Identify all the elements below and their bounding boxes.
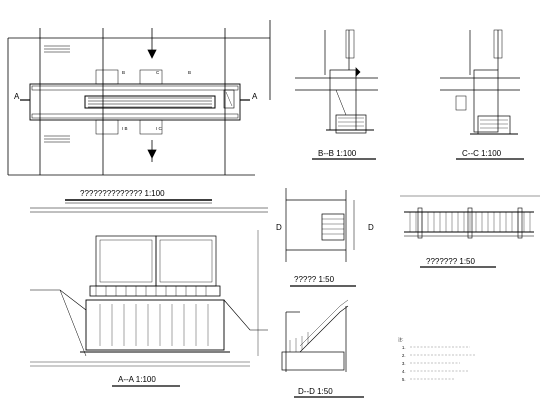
note-item: 1. [402,345,406,350]
svg-text:B: B [122,70,125,75]
svg-text:C: C [156,70,160,75]
note-item: 3. [402,361,406,366]
note-item: 5. [402,377,406,382]
section-bb-caption: B--B 1:100 [318,149,357,158]
svg-text:I B: I B [122,126,128,131]
railing-elevation [400,195,540,239]
section-dd-caption: D--D 1:50 [298,387,333,396]
note-item: 4. [402,369,406,374]
railing-caption: ??????? 1:50 [426,257,475,266]
stair-plan-caption: ????? 1:50 [294,275,335,284]
stair-cut-mark-left: D [276,223,282,232]
note-item: 2. [402,353,406,358]
plan-labels: A A B C B I B I C ?????????????? 1:100 [14,70,258,198]
section-cc-caption: C--C 1:100 [462,149,502,158]
stair-plan [285,188,355,262]
section-aa-caption: A--A 1:100 [118,375,156,384]
notes-block: 注: 1. 2. 3. 4. 5. [398,336,475,382]
section-aa [30,207,268,367]
notes-heading: 注: [398,336,403,343]
section-dd [281,299,349,372]
svg-text:A: A [14,92,20,101]
svg-text:A: A [252,92,258,101]
stair-cut-mark-right: D [368,223,374,232]
svg-text:B: B [188,70,191,75]
section-cc [440,29,520,135]
plan-caption: ?????????????? 1:100 [80,189,165,198]
plan-view [7,20,271,176]
svg-text:I C: I C [156,126,163,131]
section-bb [295,29,378,134]
